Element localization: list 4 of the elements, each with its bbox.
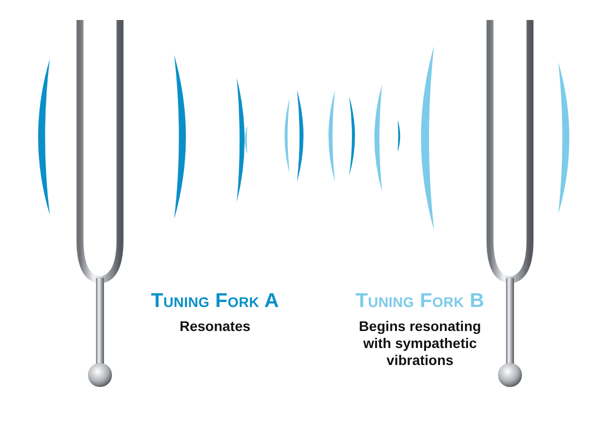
fork-title: Tuning Fork A xyxy=(150,290,280,313)
fork-description: Resonates xyxy=(178,318,252,335)
fork-description: Begins resonating with sympathetic vibrations xyxy=(358,318,482,369)
fork-title: Tuning Fork B xyxy=(354,290,486,313)
